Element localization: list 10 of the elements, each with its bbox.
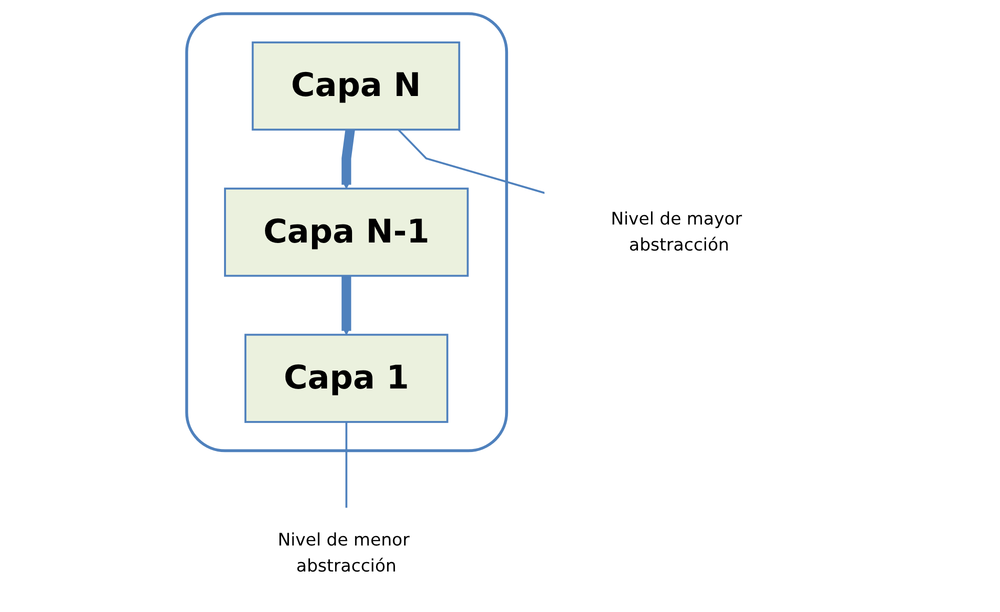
node-box: Capa 1 <box>244 334 448 423</box>
connector <box>398 128 546 194</box>
arrow <box>342 129 355 189</box>
node-text: Nivel de mayor abstracción <box>610 209 742 256</box>
node-text: Nivel de menor abstracción <box>278 530 410 576</box>
node-box: Capa N-1 <box>224 188 469 277</box>
connector <box>345 422 348 508</box>
cluster <box>185 12 508 452</box>
arrow <box>342 276 352 336</box>
node-box: Capa N <box>252 41 460 131</box>
